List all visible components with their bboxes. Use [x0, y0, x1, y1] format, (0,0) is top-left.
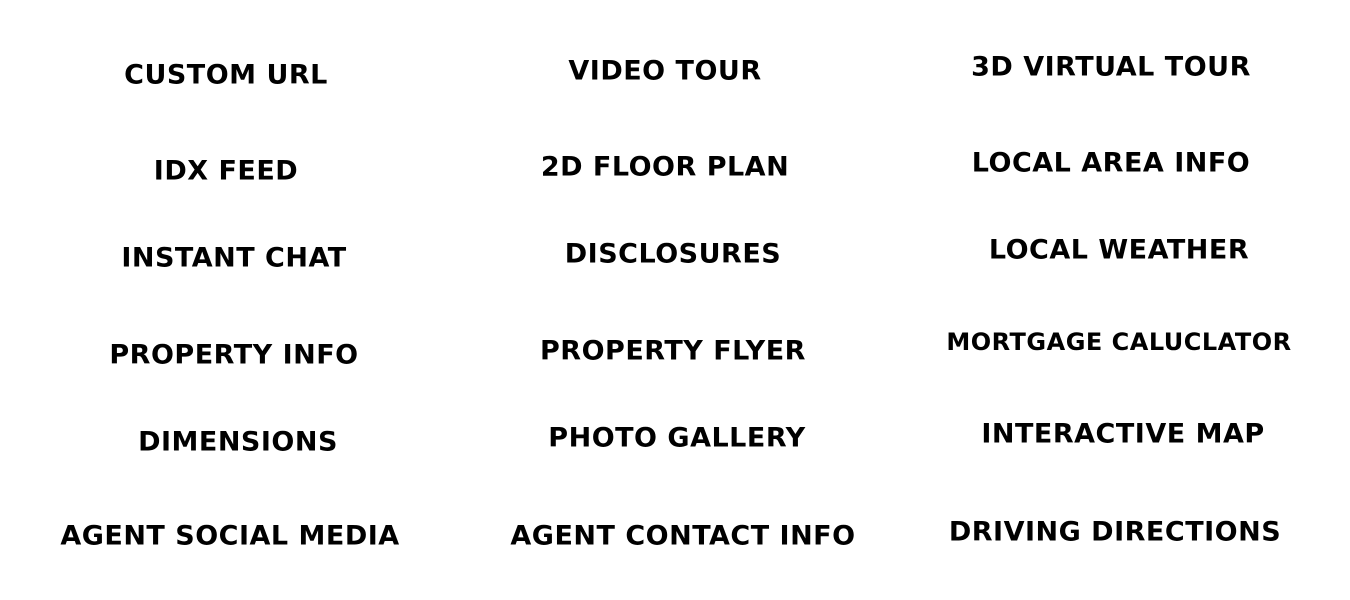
feature-interactive-map: INTERACTIVE MAP — [981, 418, 1265, 450]
feature-2d-floor-plan: 2D FLOOR PLAN — [540, 151, 790, 183]
feature-disclosures: DISCLOSURES — [564, 238, 782, 270]
feature-instant-chat: INSTANT CHAT — [121, 242, 347, 274]
feature-dimensions: DIMENSIONS — [138, 426, 338, 458]
feature-video-tour: VIDEO TOUR — [568, 55, 762, 87]
feature-local-weather: LOCAL WEATHER — [988, 234, 1250, 266]
feature-property-info: PROPERTY INFO — [109, 339, 359, 371]
feature-custom-url: CUSTOM URL — [124, 59, 328, 91]
feature-idx-feed: IDX FEED — [153, 155, 299, 187]
feature-agent-social-media: AGENT SOCIAL MEDIA — [60, 520, 400, 552]
feature-mortgage-calculator: MORTGAGE CALUCLATOR — [946, 328, 1292, 356]
feature-local-area-info: LOCAL AREA INFO — [971, 147, 1251, 179]
feature-driving-directions: DRIVING DIRECTIONS — [948, 516, 1282, 548]
feature-agent-contact-info: AGENT CONTACT INFO — [510, 520, 856, 552]
feature-3d-virtual-tour: 3D VIRTUAL TOUR — [971, 51, 1251, 83]
feature-property-flyer: PROPERTY FLYER — [540, 335, 806, 367]
feature-photo-gallery: PHOTO GALLERY — [548, 422, 806, 454]
